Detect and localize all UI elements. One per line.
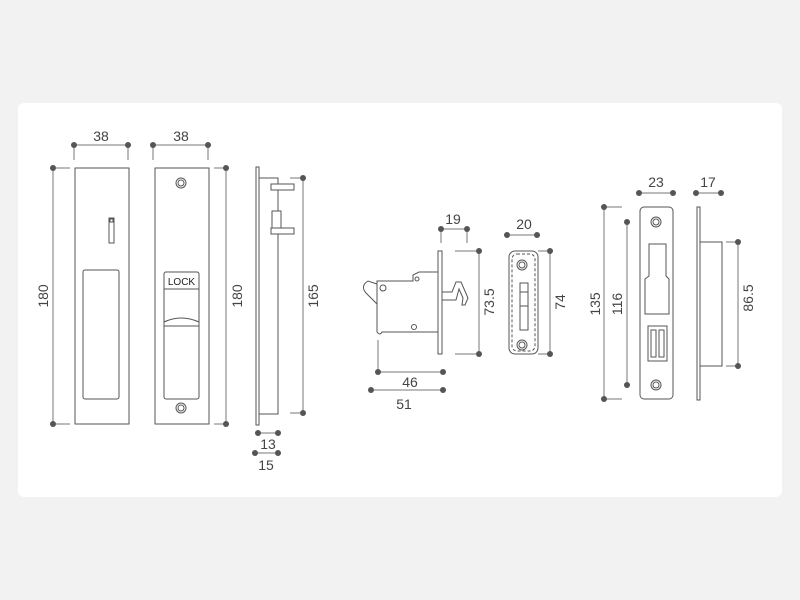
hook-total-label: 51	[396, 396, 412, 412]
privacy-height-dimension: 180	[214, 165, 245, 427]
privacy-width-label: 38	[173, 128, 189, 144]
keeper-height-label: 135	[587, 292, 603, 316]
hook-dimensions: 19 73.5 46 51	[368, 211, 497, 412]
side-depth-dimensions: 13 15	[252, 430, 281, 473]
side-height-dimension: 165	[290, 175, 321, 416]
small-strike-plate	[508, 250, 539, 355]
privacy-plate: LOCK	[154, 167, 210, 425]
front-width-label: 38	[93, 128, 109, 144]
front-plate	[74, 167, 130, 425]
hook-body-label: 46	[402, 374, 418, 390]
small-strike-width-label: 20	[516, 216, 532, 232]
front-height-label: 180	[35, 284, 51, 308]
privacy-height-label: 180	[229, 284, 245, 308]
keeper-side	[696, 206, 723, 401]
keeper-dimensions: 23 135 116 17 86.5	[587, 174, 756, 402]
hook-bolt	[362, 250, 469, 355]
privacy-width-dimension: 38	[150, 128, 211, 160]
keeper-width-label: 23	[648, 174, 664, 190]
keeper-depth-label: 17	[700, 174, 716, 190]
keeper-plate	[639, 206, 674, 400]
small-strike-height-label: 74	[552, 294, 568, 310]
keeper-box-height-label: 86.5	[740, 284, 756, 311]
keeper-hole-spacing-label: 116	[609, 293, 625, 316]
front-height-dimension: 180	[35, 165, 70, 427]
small-strike-dimensions: 20 74	[504, 216, 568, 357]
side-height-label: 165	[305, 284, 321, 308]
lock-indicator-text: LOCK	[168, 277, 196, 288]
hook-offset-label: 19	[445, 211, 461, 227]
side-depth-inner-label: 13	[260, 436, 276, 452]
hook-height-label: 73.5	[481, 288, 497, 315]
side-depth-outer-label: 15	[258, 457, 274, 473]
front-width-dimension: 38	[71, 128, 131, 160]
side-view	[255, 166, 295, 426]
